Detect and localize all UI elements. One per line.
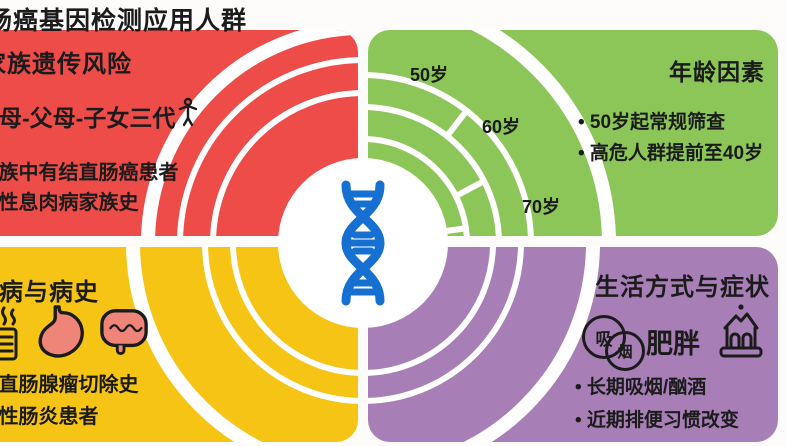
rings-age (368, 30, 616, 236)
dna-icon (341, 180, 385, 306)
age-factor-bullets: • 50岁起常规筛查 • 高危人群提前至40岁 (578, 107, 763, 169)
age-factor-title: 年龄因素 (669, 59, 765, 85)
bullet-item: • 高危人群提前至40岁 (578, 143, 764, 164)
disease-history-bullets: • 结直肠腺瘤切除史 • 慢性肠炎患者 (0, 369, 139, 433)
lifestyle-symptoms-title: 生活方式与症状 (595, 274, 770, 301)
disease-history-title: 疾病与病史 (0, 279, 99, 306)
bullet-item: • 家族中有结直肠癌患者 (0, 162, 179, 184)
smoking-icon: 烟 (605, 331, 645, 371)
bullet-item: • 50岁起常规筛查 (578, 112, 726, 133)
quadrant-disease-history (0, 247, 358, 442)
age-ring-label-60: 60岁 (481, 117, 521, 137)
bullet-item: • 长期吸烟/酗酒 (575, 377, 707, 398)
family-risk-bullets: • 家族中有结直肠癌患者 • 遗传性息肉病家族史 (0, 158, 179, 218)
family-risk-title: 家族遗传风险 (0, 51, 132, 78)
page-title: 肠癌基因检测应用人群 (0, 7, 248, 35)
food-icon (0, 306, 18, 361)
family-generations-label: 祖父母-父母-子女三代 (0, 97, 199, 133)
person-icon (179, 97, 198, 127)
cake-icon (719, 304, 763, 358)
ring-tick (445, 225, 469, 234)
age-ring-label-50: 50岁 (409, 65, 449, 85)
bullet-item: • 近期排便习惯改变 (575, 410, 739, 431)
age-ring-label-70: 70岁 (521, 197, 561, 217)
bullet-item: • 结直肠腺瘤切除史 (0, 374, 139, 396)
bullet-item: • 遗传性息肉病家族史 (0, 192, 139, 214)
family-generations-text: 祖父母-父母-子女三代 (0, 105, 176, 131)
bullet-item: • 慢性肠炎患者 (0, 406, 99, 428)
smoke-char-yan: 烟 (617, 343, 633, 361)
stomach-icon (38, 305, 84, 358)
intestine-icon (100, 309, 148, 355)
quadrant-age-factor (368, 30, 778, 236)
obesity-label: 肥胖 (646, 329, 700, 359)
ring-tick (454, 177, 488, 199)
lifestyle-symptoms-bullets: • 长期吸烟/酗酒 • 近期排便习惯改变 (575, 371, 739, 437)
ring-tick (444, 107, 471, 138)
